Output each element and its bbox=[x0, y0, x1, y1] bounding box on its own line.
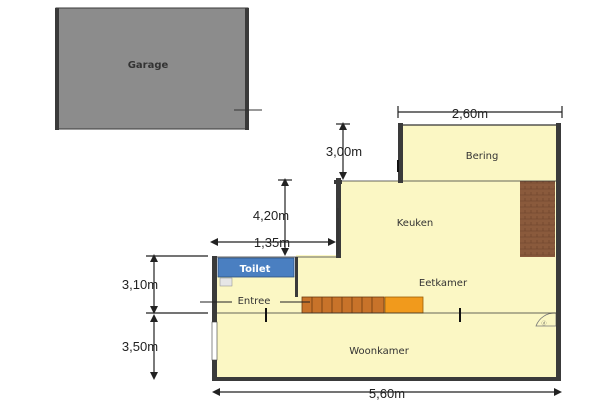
dim-woonkamer-height: 3,50m bbox=[122, 339, 158, 354]
toilet-fixture bbox=[219, 277, 233, 287]
room-label-woonkamer: Woonkamer bbox=[349, 346, 410, 357]
garage: Garage bbox=[55, 7, 262, 130]
dim-bering-width: 2,60m bbox=[452, 106, 488, 121]
dim-bering-height: 3,00m bbox=[326, 144, 362, 159]
room-label-garage: Garage bbox=[128, 60, 169, 71]
room-label-toilet: Toilet bbox=[240, 264, 271, 275]
room-woonkamer bbox=[216, 313, 558, 378]
garage-wall-left bbox=[55, 8, 59, 130]
dim-toilet-width: 1,35m bbox=[254, 235, 290, 250]
garage-floor bbox=[55, 7, 249, 130]
orange-cabinet bbox=[384, 296, 424, 314]
garage-wall-right bbox=[245, 8, 249, 130]
room-toilet bbox=[217, 257, 295, 278]
room-bering bbox=[402, 125, 558, 181]
house: ⓓ Bering Keuken Eetkamer Toilet Entree bbox=[211, 123, 561, 381]
room-label-eetkamer: Eetkamer bbox=[419, 278, 468, 289]
room-label-entree: Entree bbox=[238, 296, 271, 307]
walls bbox=[211, 123, 561, 381]
dim-keuken-height: 4,20m bbox=[253, 208, 289, 223]
door-mark: ⓓ bbox=[541, 320, 546, 327]
dim-eetkamer-height: 3,10m bbox=[122, 277, 158, 292]
dimension-lines: 2,60m 3,00m 4,20m 1,35m 3,10m 3,50m bbox=[122, 106, 563, 400]
stairs bbox=[301, 296, 385, 314]
room-label-keuken: Keuken bbox=[397, 218, 433, 229]
room-label-bering: Bering bbox=[466, 151, 499, 162]
dim-total-width: 5,60m bbox=[369, 386, 405, 400]
brick-chimney bbox=[520, 181, 555, 257]
